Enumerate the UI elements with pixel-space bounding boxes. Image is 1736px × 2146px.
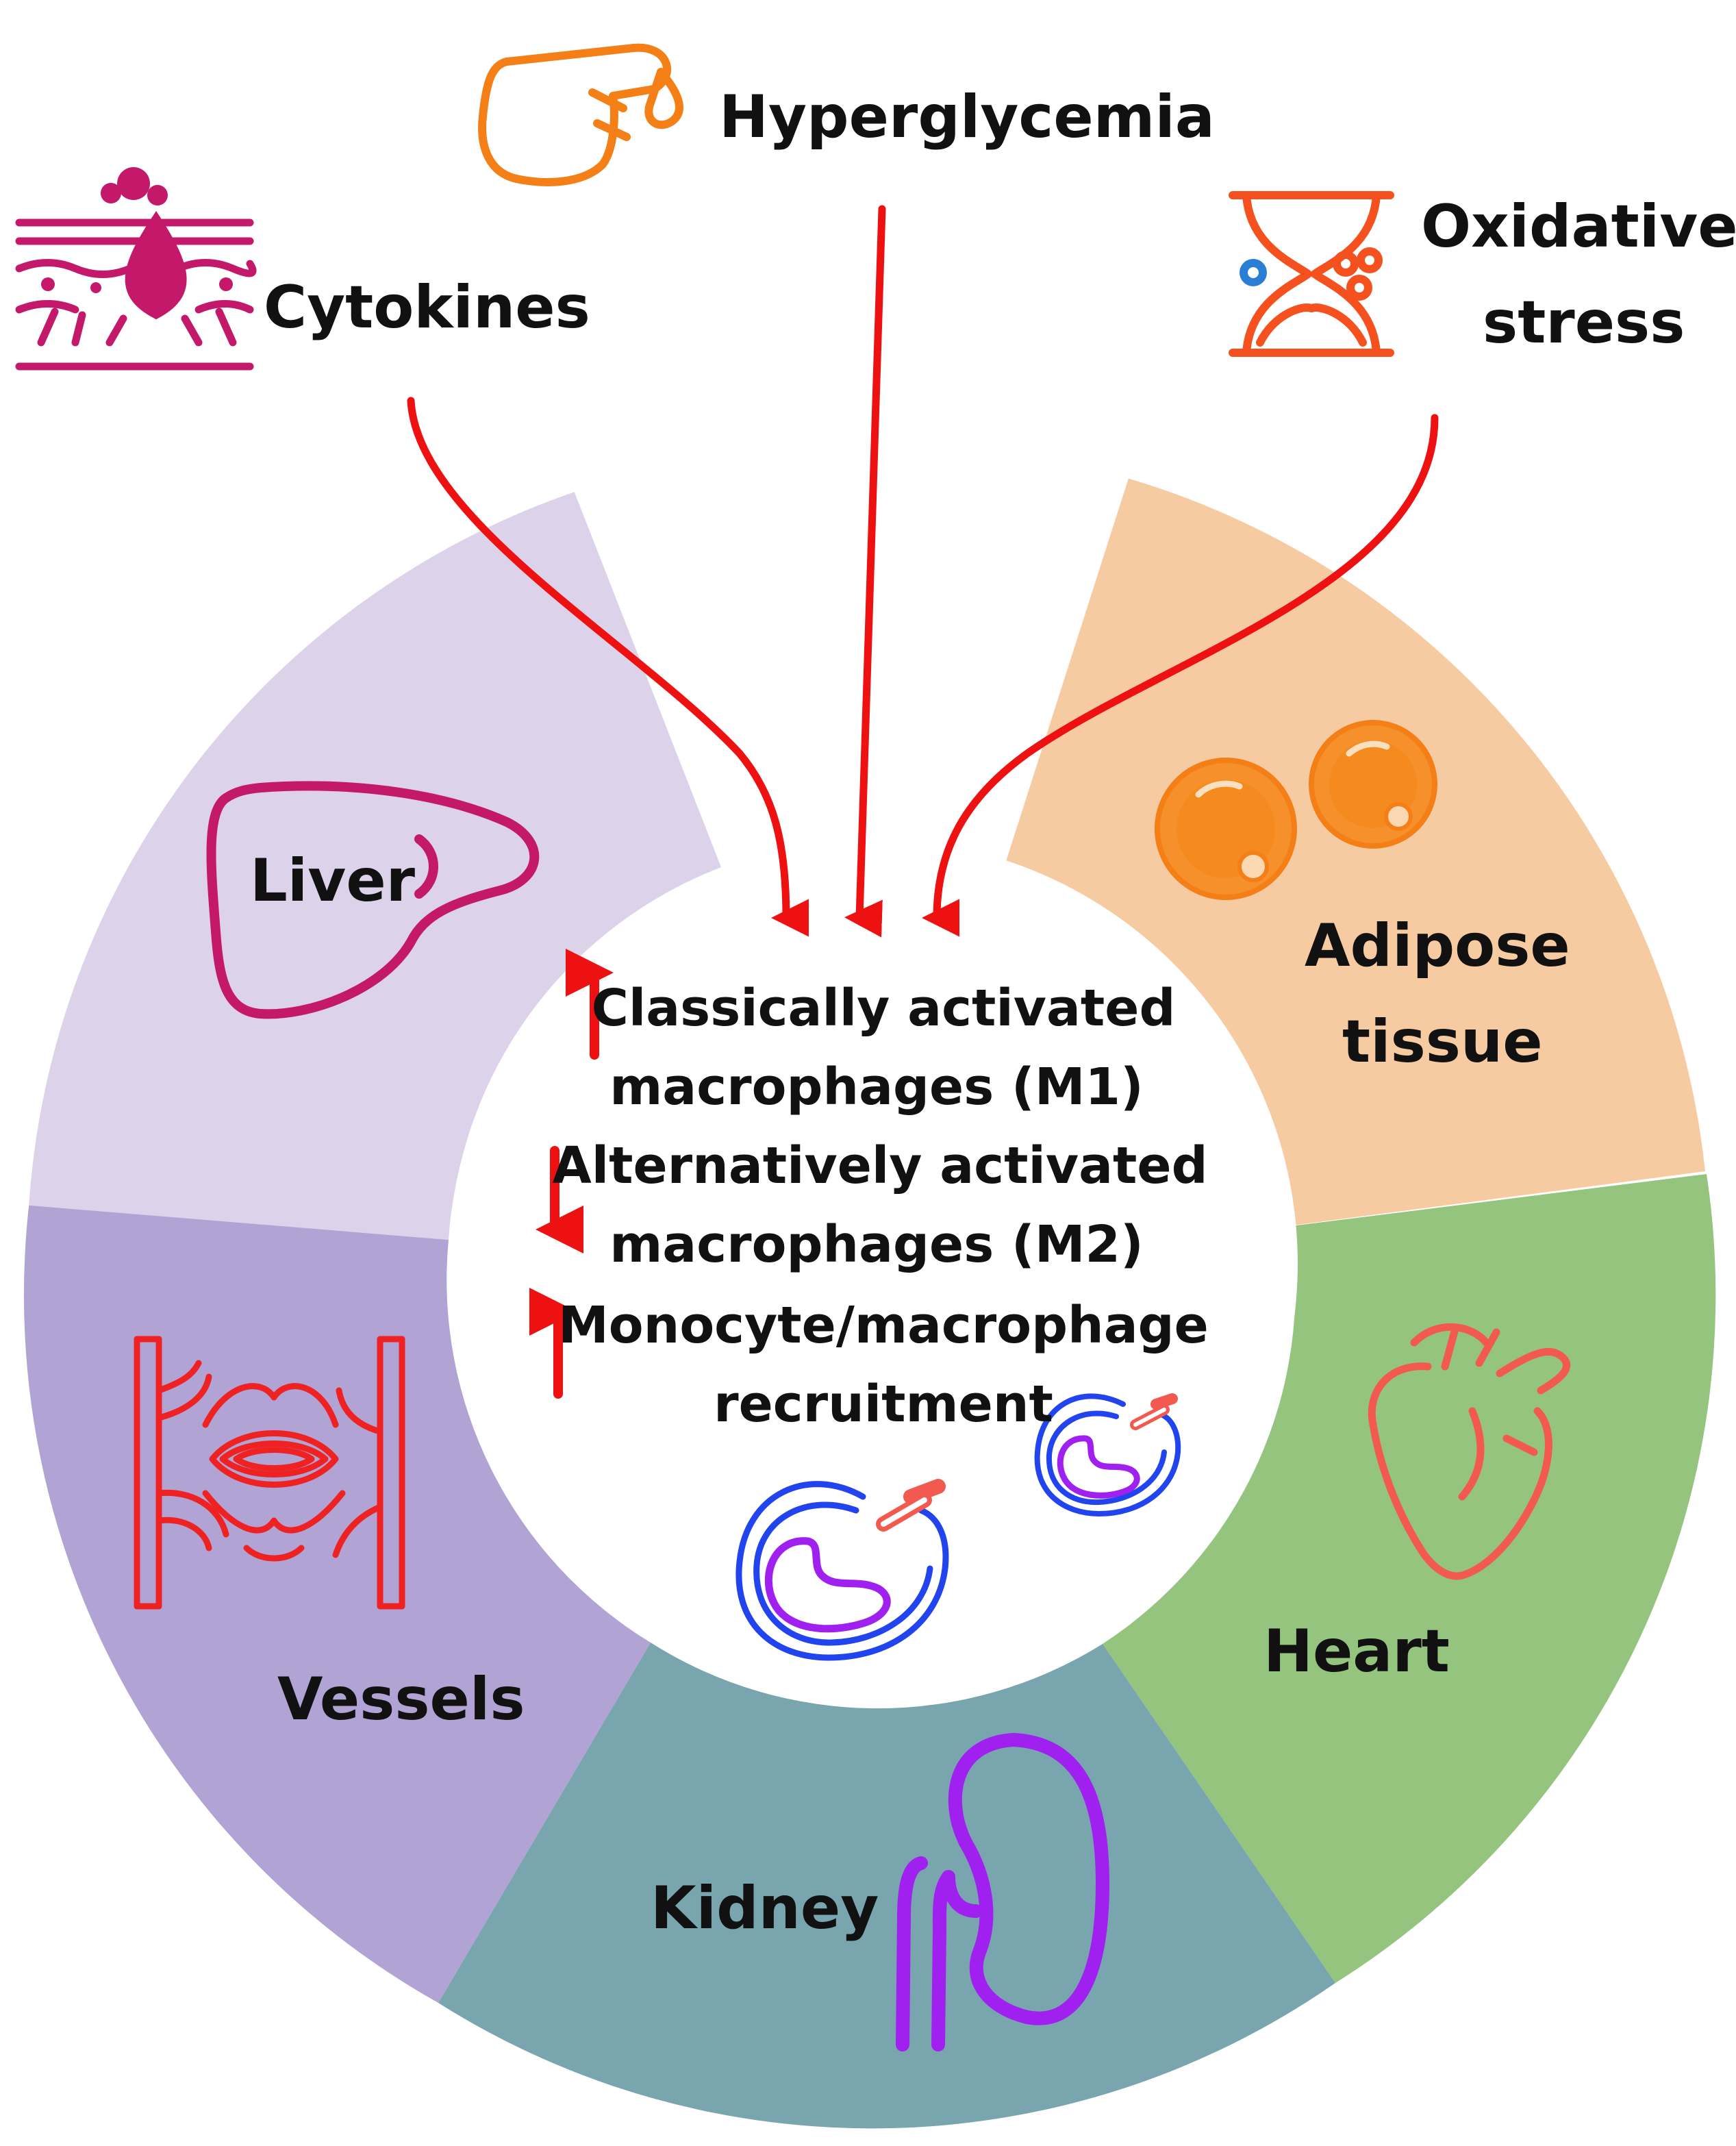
oxidative-label-line2: stress bbox=[1483, 288, 1685, 357]
liver-segment bbox=[29, 492, 722, 1240]
cytokines-arrow bbox=[407, 397, 809, 937]
kidney-label: Kidney bbox=[651, 1874, 879, 1943]
stimulus-arrows bbox=[407, 205, 1439, 938]
vessels-label: Vessels bbox=[277, 1665, 525, 1734]
kidney-segment bbox=[438, 1643, 1335, 2129]
vessels-icon bbox=[134, 1336, 405, 1610]
liver-icon bbox=[206, 781, 540, 1019]
heart-label: Heart bbox=[1263, 1617, 1450, 1686]
center-circle bbox=[449, 839, 1298, 1688]
adipose-label-line1: Adipose bbox=[1305, 912, 1570, 980]
oxidative-label-line1: Oxidative bbox=[1421, 192, 1736, 261]
cytokines-label: Cytokines bbox=[264, 273, 590, 342]
skin-layers-icon bbox=[15, 167, 257, 371]
hourglass-icon bbox=[1229, 191, 1394, 357]
indicator-arrows bbox=[529, 949, 614, 1399]
fat-cells-icon bbox=[1155, 720, 1437, 900]
m1-text-line2: macrophages (M1) bbox=[609, 1058, 1144, 1116]
m1-text-line1: Classically activated bbox=[592, 979, 1176, 1038]
macrophage-small-icon bbox=[1034, 1393, 1181, 1517]
vessels-segment bbox=[23, 1205, 651, 2003]
m2-text-line2: macrophages (M2) bbox=[609, 1215, 1144, 1274]
kidney-icon bbox=[896, 1733, 1109, 2051]
hyperglycemia-arrow bbox=[844, 205, 886, 938]
heart-icon bbox=[1368, 1323, 1570, 1580]
liver-label: Liver bbox=[250, 847, 416, 915]
adipose-label-line2: tissue bbox=[1342, 1008, 1543, 1076]
oxidative-arrow bbox=[922, 414, 1439, 937]
recruitment-text-line2: recruitment bbox=[714, 1375, 1053, 1434]
m2-text-line1: Alternatively activated bbox=[552, 1136, 1207, 1195]
hyperglycemia-label: Hyperglycemia bbox=[719, 83, 1215, 151]
macrophage-large-icon bbox=[735, 1479, 949, 1661]
recruitment-text-line1: Monocyte/macrophage bbox=[558, 1296, 1209, 1355]
finger-drop-icon bbox=[478, 43, 683, 186]
